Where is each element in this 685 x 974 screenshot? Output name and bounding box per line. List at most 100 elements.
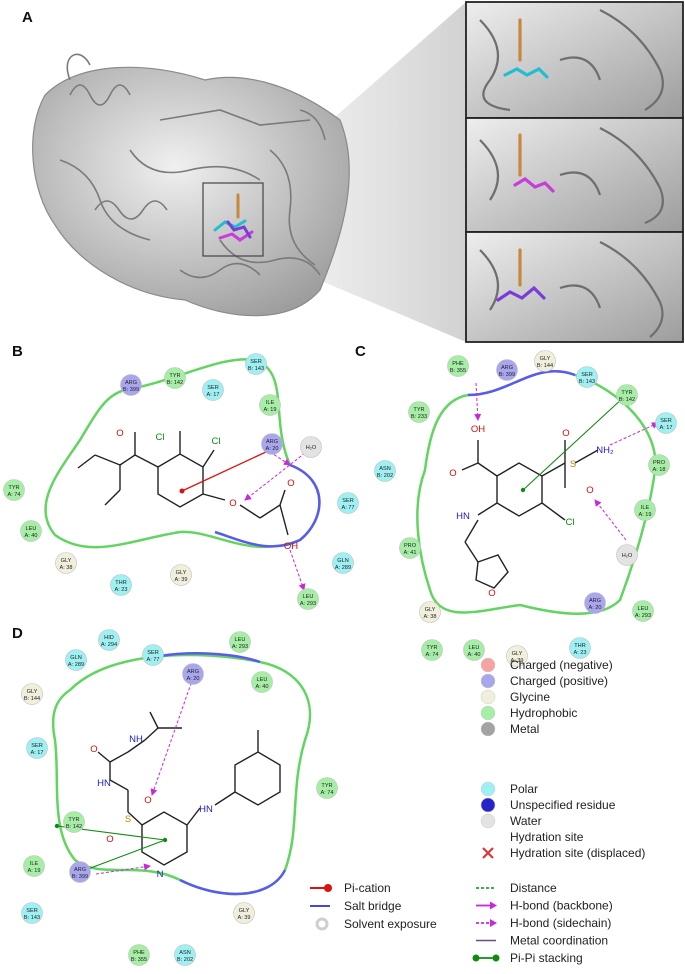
atom-label: O: [144, 795, 151, 806]
residue-ho: H₂O: [616, 544, 638, 566]
residue-number: A: 294: [101, 642, 117, 648]
residue-number: A: 19: [27, 868, 40, 874]
residue-number: A: 19: [638, 512, 651, 518]
residue-name: LEU: [26, 526, 37, 532]
atom-label: O: [106, 834, 113, 845]
residue-name: GLY: [425, 607, 436, 613]
residue-name: SER: [207, 385, 219, 391]
panel-d-interactions: [54, 677, 194, 875]
residue-number: A: 39: [174, 577, 187, 583]
residue-number: B: 144: [537, 363, 553, 369]
residue-name: SER: [26, 908, 38, 914]
atom-label: Cl: [156, 432, 165, 443]
atom-label: S: [570, 459, 576, 470]
legend-residue-type: Hydration site (displaced): [482, 846, 645, 860]
legend-residue-type: Water: [480, 813, 542, 829]
atom-label: HN: [97, 778, 111, 789]
residue-number: A: 23: [573, 650, 586, 656]
legend-label: Hydration site: [510, 830, 584, 844]
residue-name: TYR: [169, 373, 180, 379]
legend: Charged (negative)Charged (positive)Glyc…: [310, 657, 645, 965]
residue-name: HID: [104, 635, 114, 641]
pocket-contour-polar: [214, 463, 321, 548]
legend-label: Hydrophobic: [510, 706, 577, 720]
residue-number: A: 19: [263, 407, 276, 413]
legend-label: Pi-Pi stacking: [510, 951, 583, 965]
atom-label: HN: [199, 804, 213, 815]
atom-label: O: [287, 478, 294, 489]
ligand-b: [77, 431, 289, 536]
residue-number: A: 293: [300, 601, 316, 607]
legend-residue-type: Glycine: [480, 689, 550, 705]
legend-label: Hydration site (displaced): [510, 846, 645, 860]
residue-number: A: 74: [320, 790, 333, 796]
residue-name: ILE: [266, 400, 275, 406]
legend-label: Metal: [510, 722, 539, 736]
salt-bridge-icon: Salt bridge: [310, 899, 402, 913]
residue-number: A: 17: [30, 750, 43, 756]
hbond-sidechain-icon: H-bond (sidechain): [476, 916, 611, 930]
residue-name: PHE: [452, 361, 464, 367]
legend-label: Water: [510, 814, 542, 828]
legend-label: Distance: [510, 881, 557, 895]
residue-name: ILE: [641, 505, 650, 511]
residue-number: B: 143: [24, 915, 40, 921]
residue-number: A: 41: [403, 550, 416, 556]
ligand-c-atoms: OH O S O O NH₂ HN Cl O: [449, 424, 614, 599]
legend-residue-type: Metal: [480, 721, 539, 737]
residue-name: ARG: [266, 439, 278, 445]
atom-label: O: [116, 428, 123, 439]
residue-number: B: 202: [177, 957, 193, 963]
protein-structure-view: [32, 1, 684, 343]
residue-number: A: 38: [423, 614, 436, 620]
residue-name: H₂O: [306, 445, 317, 451]
residue-name: SER: [31, 743, 43, 749]
atom-label: O: [562, 428, 569, 439]
residue-number: B: 202: [377, 473, 393, 479]
residue-number: A: 23: [114, 587, 127, 593]
residue-ho: H₂O: [300, 436, 322, 458]
residue-name: GLY: [176, 570, 187, 576]
atom-label: OH: [471, 424, 485, 435]
residue-number: A: 74: [425, 652, 438, 658]
ligand-d: [97, 711, 281, 866]
residue-number: A: 289: [335, 565, 351, 571]
residue-name: PHE: [133, 950, 145, 956]
residue-number: B: 142: [167, 380, 183, 386]
residue-number: B: 399: [123, 387, 139, 393]
atom-label: O: [449, 468, 456, 479]
atom-label: O: [229, 498, 236, 509]
residue-number: B: 143: [579, 379, 595, 385]
pi-cation-line: [181, 450, 269, 492]
residue-name: ILE: [30, 861, 39, 867]
pocket-contour-polar: [159, 652, 287, 896]
residue-name: LEU: [469, 645, 480, 651]
legend-label: Glycine: [510, 690, 550, 704]
residue-name: PRO: [653, 460, 666, 466]
atom-label: S: [125, 814, 131, 825]
residue-number: B: 355: [450, 368, 466, 374]
